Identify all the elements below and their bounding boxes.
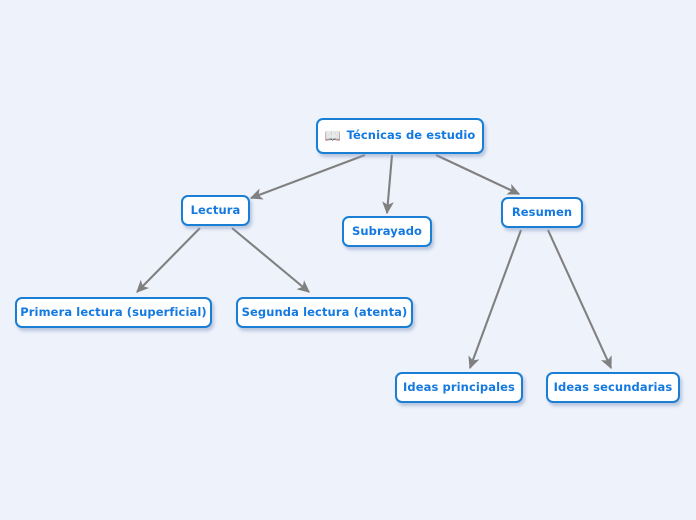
mindmap-node-resumen[interactable]: Resumen	[501, 197, 583, 228]
mindmap-node-label: Resumen	[511, 204, 573, 219]
mindmap-node-label: Segunda lectura (atenta)	[241, 304, 408, 319]
mindmap-node-label: Ideas secundarias	[553, 379, 673, 394]
edge-root-subrayado	[382, 154, 394, 215]
edge-lectura-primera	[136, 227, 201, 293]
edge-lectura-segunda	[231, 227, 310, 293]
mindmap-node-ideas-principales[interactable]: Ideas principales	[395, 372, 523, 403]
open-book-icon: 📖	[324, 128, 341, 144]
mindmap-node-label: Técnicas de estudio	[346, 128, 476, 143]
mindmap-node-label: Subrayado	[351, 223, 423, 238]
edge-resumen-principales	[468, 229, 522, 370]
mindmap-node-segunda-lectura[interactable]: Segunda lectura (atenta)	[236, 297, 413, 328]
edge-root-resumen	[435, 154, 521, 195]
mindmap-node-primera-lectura[interactable]: Primera lectura (superficial)	[15, 297, 212, 328]
mindmap-node-label: Primera lectura (superficial)	[20, 304, 207, 319]
mindmap-node-label: Ideas principales	[403, 379, 515, 394]
edge-resumen-secundarias	[547, 229, 612, 370]
edge-root-lectura	[249, 154, 366, 200]
mindmap-node-lectura[interactable]: Lectura	[181, 195, 250, 226]
mindmap-node-ideas-secundarias[interactable]: Ideas secundarias	[546, 372, 680, 403]
mindmap-node-label: Lectura	[190, 202, 241, 217]
mindmap-node-subrayado[interactable]: Subrayado	[342, 216, 432, 247]
mindmap-node-root[interactable]: 📖 Técnicas de estudio	[316, 118, 484, 154]
